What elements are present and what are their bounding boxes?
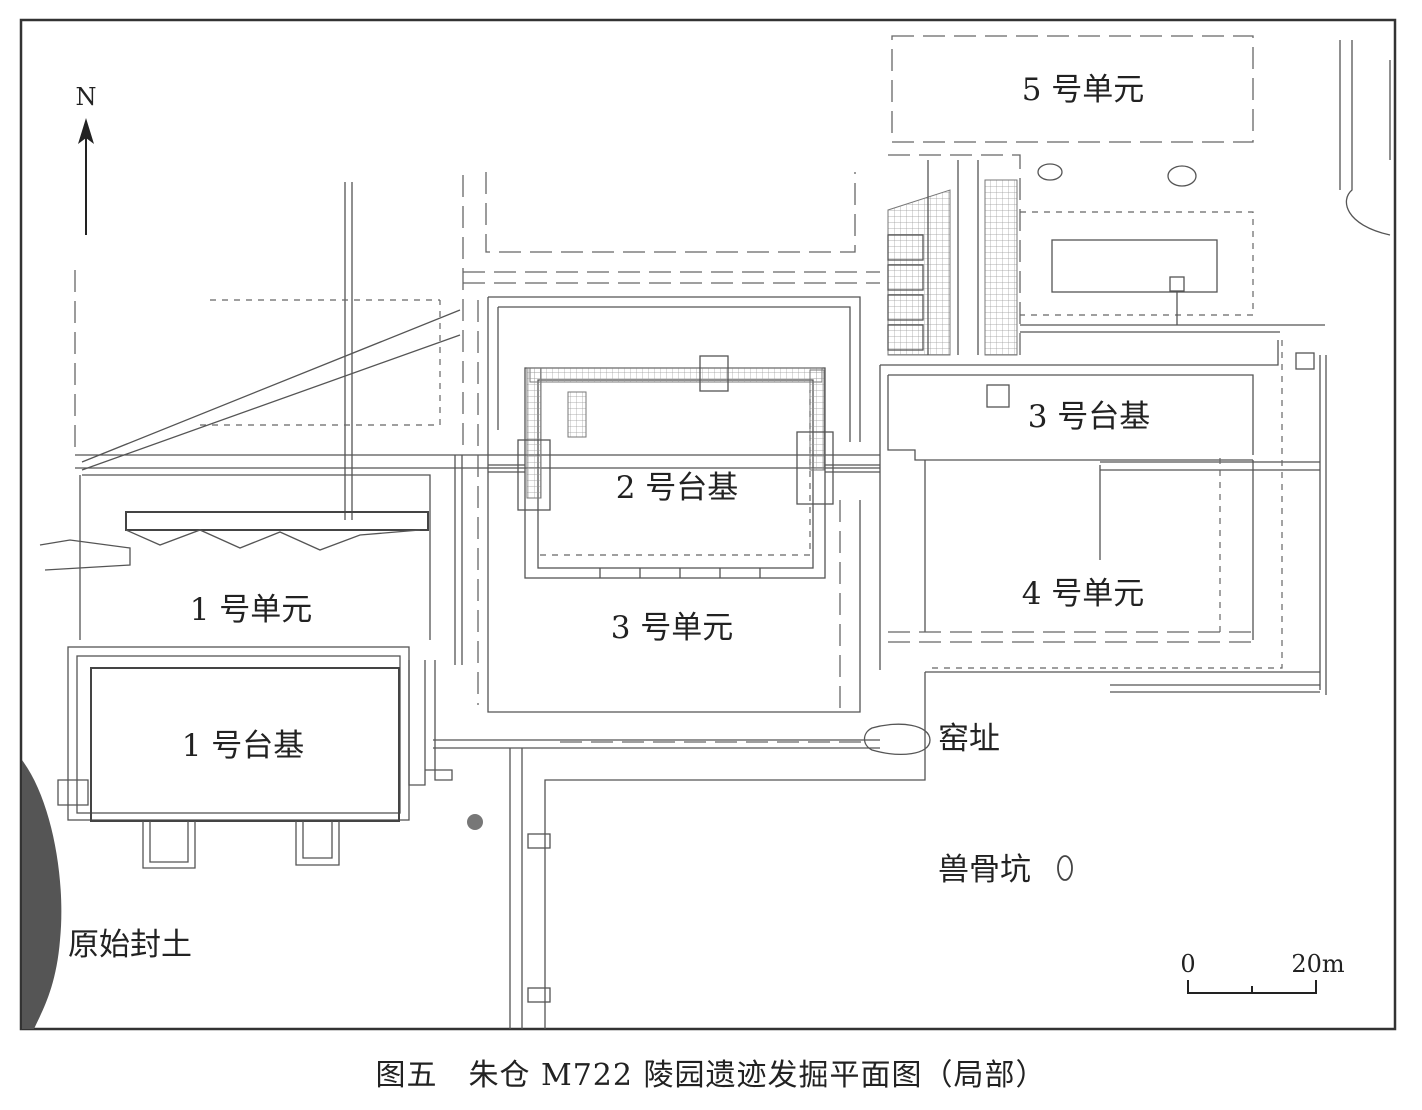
scale-bar [1187, 980, 1317, 994]
platform1-outline [57, 646, 453, 869]
platform1-label: 1 号台基 [182, 728, 305, 764]
east-edge-features [1339, 40, 1391, 236]
site-plan-diagram: N 5 号单元 1 号单元 3 号单元 4 号单元 1 号台基 2 号台基 3 … [19, 18, 1397, 1031]
unit1-label: 1 号单元 [190, 592, 313, 628]
mound-label: 原始封土 [68, 927, 192, 963]
platform3-outline [880, 340, 1320, 471]
unit5-outline [891, 35, 1254, 143]
unit3-outline [477, 296, 861, 713]
figure-caption: 图五 朱仓 M722 陵园遗迹发掘平面图（局部） [375, 1058, 1047, 1093]
northeast-enclosure [1020, 163, 1325, 370]
bone-pit-shape [1057, 855, 1073, 881]
diagonal-wall-lines [81, 309, 461, 471]
unit4-label: 4 号单元 [1022, 576, 1145, 612]
north-dashed-channels [74, 172, 880, 520]
platform2-label: 2 号台基 [616, 470, 739, 506]
unit3-label: 3 号单元 [611, 610, 734, 646]
unit5-label: 5 号单元 [1022, 72, 1145, 108]
platform3-label: 3 号台基 [1028, 399, 1151, 435]
rooms-complex [887, 154, 1021, 356]
kiln-shape [863, 723, 931, 755]
scale-end-label: 20m [1291, 950, 1345, 978]
map-frame [19, 18, 1397, 1031]
unit4-outline [544, 340, 1327, 1029]
bone-pit-label: 兽骨坑 [938, 852, 1031, 888]
kiln-label: 窑址 [938, 721, 1000, 757]
pit-dot [467, 814, 483, 830]
platform2-outline [488, 355, 880, 579]
scale-start-label: 0 [1180, 950, 1195, 978]
original-mound-shape [22, 760, 62, 1029]
south-channels [433, 455, 880, 1029]
unit1-outline [39, 454, 880, 640]
north-arrow-icon [78, 118, 94, 235]
north-label: N [76, 83, 97, 111]
